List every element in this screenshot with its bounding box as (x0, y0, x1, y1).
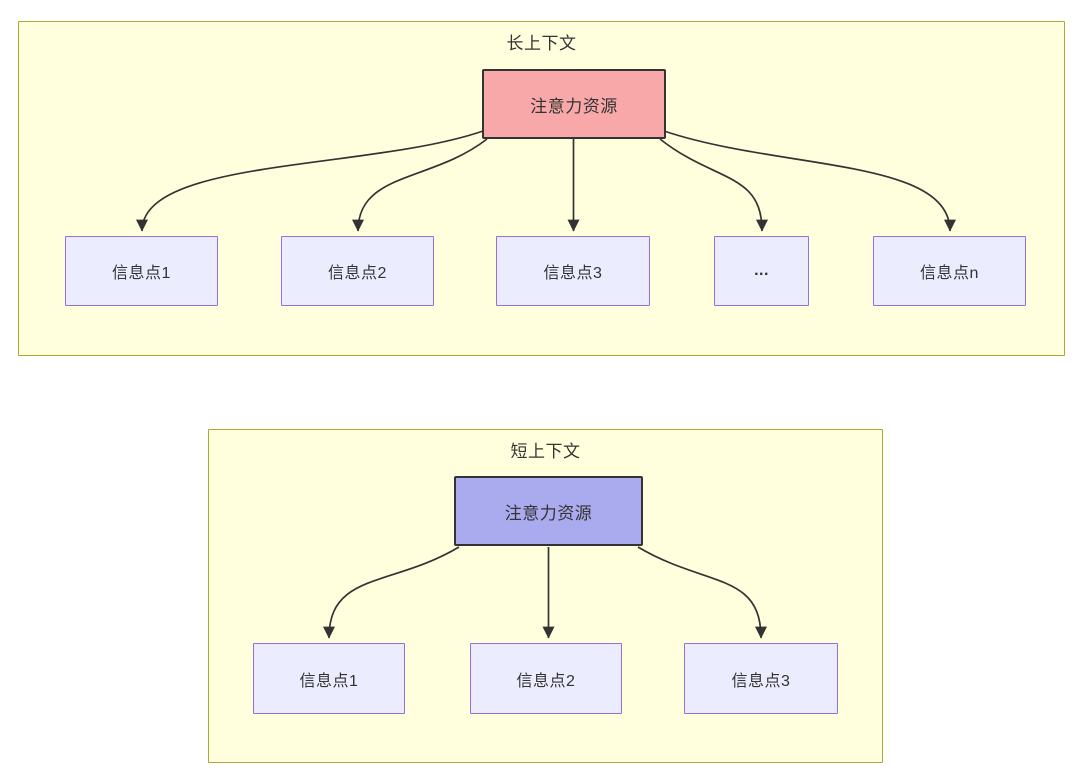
attention-node-short: 注意力资源 (454, 476, 643, 546)
info-node-label: 信息点3 (543, 265, 603, 282)
attention-node-short-label: 注意力资源 (504, 503, 593, 523)
info-node-short-1: 信息点1 (253, 643, 405, 714)
short-context-title: 短上下文 (510, 442, 581, 461)
info-node-label: 信息点3 (731, 672, 791, 690)
info-node-label: 信息点2 (516, 672, 576, 690)
info-node-long-2: 信息点2 (281, 236, 434, 306)
info-node-label: 信息点2 (328, 265, 387, 282)
info-node-long-ellipsis: ... (714, 236, 809, 306)
info-node-long-3: 信息点3 (496, 236, 650, 306)
attention-node-long-label: 注意力资源 (530, 96, 618, 116)
long-context-title: 长上下文 (506, 34, 577, 53)
info-node-label: 信息点n (920, 265, 979, 282)
info-node-label: ... (754, 262, 769, 279)
info-node-long-n: 信息点n (873, 236, 1026, 306)
attention-node-long: 注意力资源 (482, 69, 666, 139)
info-node-long-1: 信息点1 (65, 236, 218, 306)
info-node-short-3: 信息点3 (684, 643, 838, 714)
info-node-label: 信息点1 (112, 265, 171, 282)
info-node-short-2: 信息点2 (470, 643, 622, 714)
info-node-label: 信息点1 (299, 672, 359, 690)
